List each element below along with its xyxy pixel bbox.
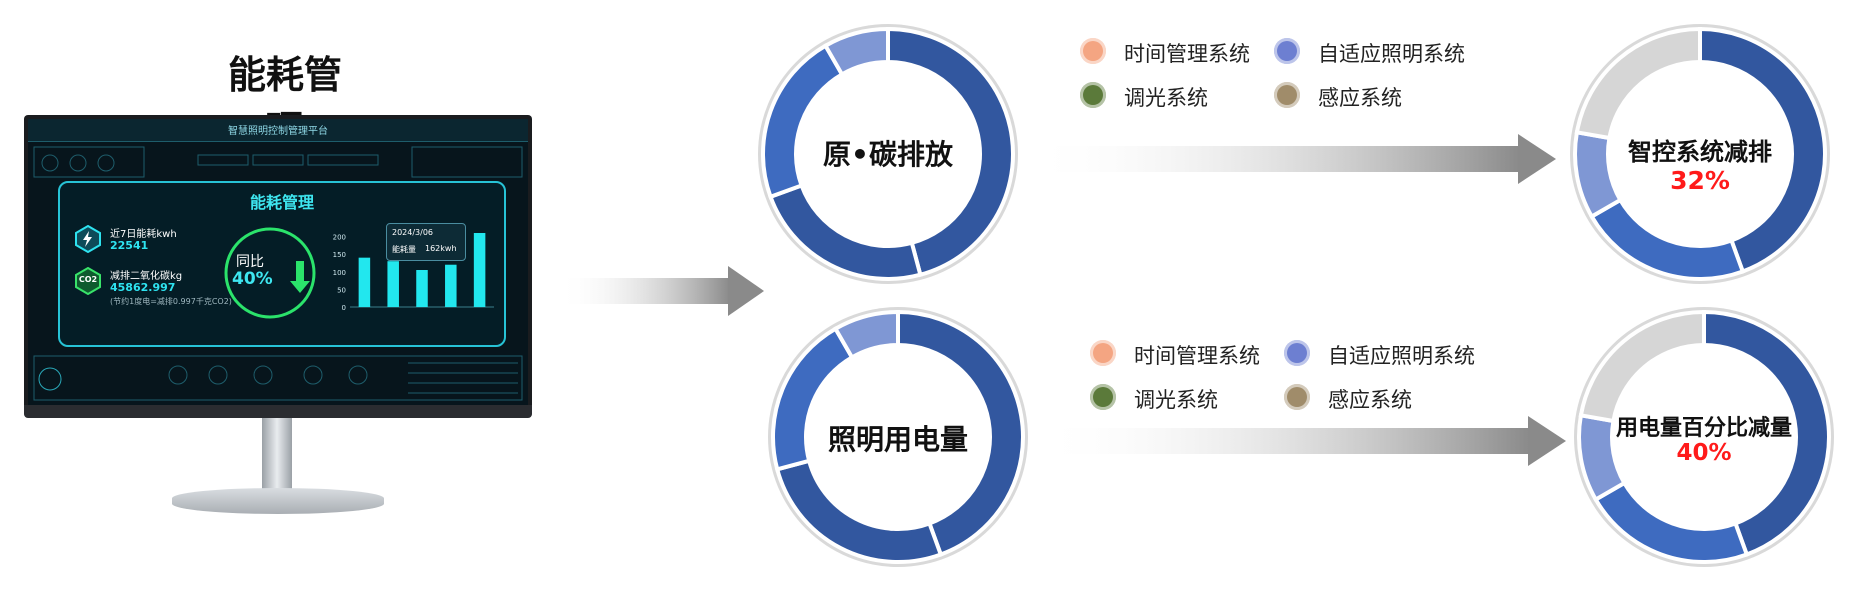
power-result-percent: 40% xyxy=(1676,440,1732,466)
legend-top-item: 感应系统 xyxy=(1318,86,1402,110)
legend-top: 时间管理系统 自适应照明系统 调光系统 感应系统 xyxy=(1080,38,1530,128)
stat-co2-value: 45862.997 xyxy=(110,281,176,294)
legend-bottom-item: 调光系统 xyxy=(1134,388,1218,412)
power-donut-label: 照明用电量 xyxy=(827,423,968,456)
donut-segment xyxy=(1698,26,1827,275)
grid-lamp-icon xyxy=(1274,38,1300,64)
dashboard-title: 智慧照明控制管理平台 xyxy=(228,126,328,137)
co2-icon xyxy=(75,267,101,295)
donut-center xyxy=(1610,64,1790,244)
donut-segment xyxy=(896,309,1025,558)
bulb-icon xyxy=(1080,82,1106,108)
power-donut xyxy=(768,307,1028,567)
bar xyxy=(387,261,399,307)
power-result-label: 用电量百分比减量 xyxy=(1615,416,1792,441)
y-tick-label: 200 xyxy=(333,234,346,242)
dashboard-background xyxy=(33,146,523,401)
energy-panel: 能耗管理 近7日能耗kwh 22541 CO2 减排二氧化碳kg 45862.9… xyxy=(58,181,506,347)
arrow-to-donuts xyxy=(560,266,764,316)
power-result-donut xyxy=(1574,307,1834,567)
carbon-result-percent: 32% xyxy=(1670,166,1730,195)
y-tick-label: 50 xyxy=(337,286,346,294)
stat-co2-label: 减排二氧化碳kg xyxy=(110,271,183,282)
carbon-result-donut xyxy=(1570,24,1830,284)
stat-energy-value: 22541 xyxy=(110,239,149,252)
y-tick-label: 150 xyxy=(333,251,346,259)
chart-tooltip: 2024/3/06 能耗量 162kwh xyxy=(386,223,466,261)
clock-icon xyxy=(1080,38,1106,64)
bulb-icon xyxy=(1090,384,1116,410)
co2-icon-text: CO2 xyxy=(78,275,98,284)
legend-bottom: 时间管理系统 自适应照明系统 调光系统 感应系统 xyxy=(1090,340,1540,430)
legend-top-item: 调光系统 xyxy=(1124,86,1208,110)
monitor-stand-foot xyxy=(172,488,384,514)
arrow-top-right xyxy=(1030,134,1556,184)
clock-icon xyxy=(1090,340,1116,366)
carbon-donut-label: 原•碳排放 xyxy=(823,138,953,171)
legend-top-item: 时间管理系统 xyxy=(1124,42,1250,66)
carbon-result-label: 智控系统减排 xyxy=(1628,138,1772,166)
y-tick-label: 100 xyxy=(333,269,346,277)
sensor-icon xyxy=(1274,82,1300,108)
dashboard-topbar: 智慧照明控制管理平台 xyxy=(28,119,528,142)
stat-energy-label: 近7日能耗kwh xyxy=(110,229,177,240)
yoy-ring xyxy=(224,227,316,319)
donut-center xyxy=(1614,347,1794,527)
tooltip-date: 2024/3/06 xyxy=(392,228,434,237)
arrow-bottom-right xyxy=(1040,416,1566,466)
y-tick-label: 0 xyxy=(342,304,346,312)
yoy-label: 同比 xyxy=(236,254,264,270)
donut-segment xyxy=(832,309,900,361)
bar xyxy=(473,233,486,307)
energy-panel-title: 能耗管理 xyxy=(249,193,314,212)
yoy-value: 40% xyxy=(232,269,273,289)
legend-bottom-item: 时间管理系统 xyxy=(1134,344,1260,368)
monitor: 智慧照明控制管理平台 能耗管理 xyxy=(24,115,532,417)
stat-co2-note: (节约1度电=减排0.997千克CO2) xyxy=(110,297,232,306)
monitor-bezel xyxy=(24,405,532,418)
lightning-icon xyxy=(75,225,101,253)
donut-segment xyxy=(822,26,890,78)
tooltip-value: 162kwh xyxy=(425,244,457,253)
bar xyxy=(358,257,371,307)
legend-bottom-item: 自适应照明系统 xyxy=(1328,344,1475,368)
donut-center xyxy=(808,347,988,527)
monitor-stand-neck xyxy=(262,418,292,498)
donut-center xyxy=(798,64,978,244)
energy-bar-chart: 0 50 100 150 200 xyxy=(333,233,494,312)
donut-segment xyxy=(886,26,1015,278)
donut-segment xyxy=(1574,26,1702,141)
tooltip-label: 能耗量 xyxy=(392,245,416,254)
dashboard-screen: 智慧照明控制管理平台 能耗管理 xyxy=(28,119,528,405)
donut-segment xyxy=(1578,309,1706,424)
sensor-icon xyxy=(1284,384,1310,410)
bar xyxy=(416,270,428,307)
legend-bottom-item: 感应系统 xyxy=(1328,388,1412,412)
legend-top-item: 自适应照明系统 xyxy=(1318,42,1465,66)
grid-lamp-icon xyxy=(1284,340,1310,366)
bar xyxy=(445,264,457,307)
donut-segment xyxy=(1702,309,1831,558)
carbon-donut xyxy=(758,24,1018,284)
